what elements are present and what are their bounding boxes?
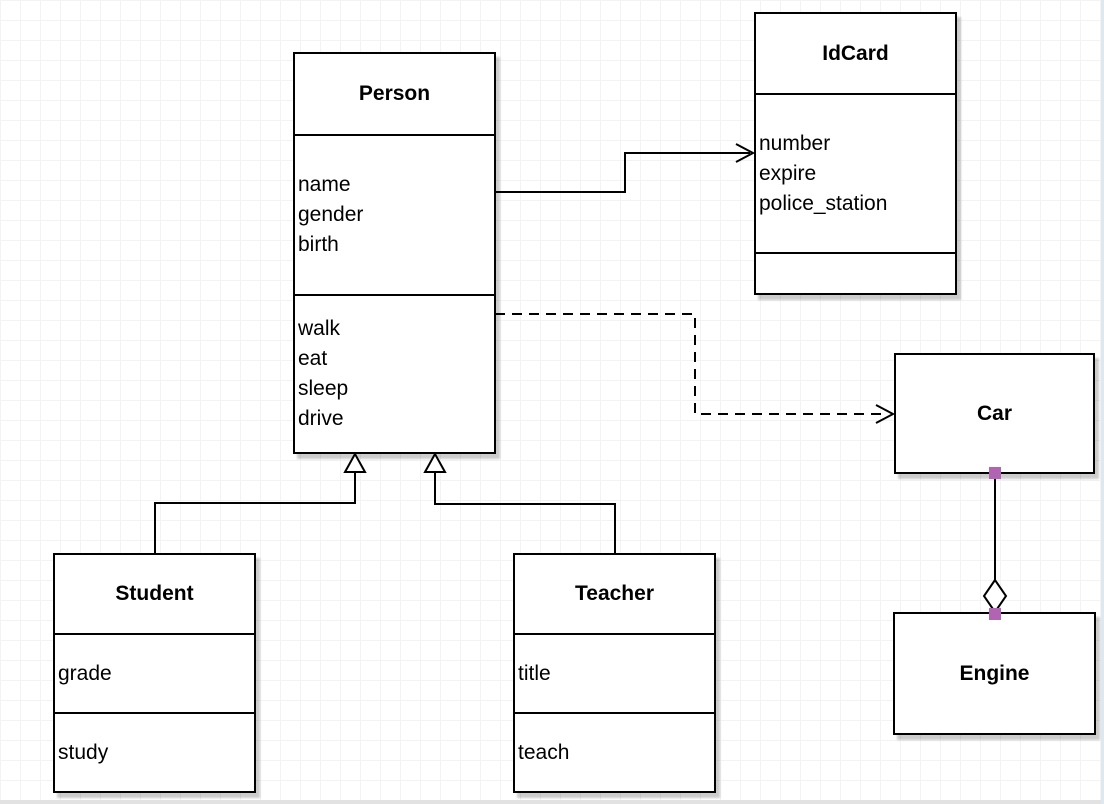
association-person-idcard[interactable] (495, 143, 756, 193)
generalization-line[interactable] (434, 472, 616, 553)
class-engine[interactable]: Engine (893, 612, 1096, 735)
method-row: eat (298, 347, 328, 370)
method-row: teach (518, 740, 570, 764)
attribute-row: birth (298, 233, 339, 256)
method-row: study (58, 740, 109, 764)
canvas-bottom-edge (0, 800, 1104, 804)
class-teacher-title: Teacher (515, 555, 714, 635)
dependency-line[interactable] (495, 313, 885, 415)
attribute-row: grade (58, 661, 112, 685)
method-row: drive (298, 407, 344, 430)
class-idcard-methods-empty (756, 254, 955, 293)
attribute-row: police_station (759, 191, 888, 215)
method-row: sleep (298, 377, 349, 400)
dependency-person-car[interactable] (495, 313, 896, 424)
class-teacher-attributes: title (515, 635, 714, 714)
attribute-row: name (298, 173, 351, 196)
class-idcard-attributes: number expire police_station (756, 95, 955, 254)
class-person-attributes: name gender birth (295, 136, 494, 296)
hollow-triangle-icon (423, 451, 447, 473)
class-person-methods: walk eat sleep drive (295, 296, 494, 452)
class-person[interactable]: Person name gender birth walk eat sleep … (293, 52, 496, 454)
class-car-title: Car (976, 401, 1013, 425)
aggregation-car-engine[interactable] (982, 467, 1008, 620)
open-arrowhead-icon (875, 404, 896, 424)
method-row: walk (298, 317, 341, 340)
class-student-title: Student (55, 555, 254, 635)
class-teacher[interactable]: Teacher title teach (513, 553, 716, 793)
generalization-student-person[interactable] (154, 451, 367, 553)
hollow-triangle-icon (343, 451, 367, 473)
generalization-line[interactable] (154, 472, 356, 553)
open-arrowhead-icon (735, 143, 756, 163)
attribute-row: number (759, 131, 831, 155)
canvas-right-edge (1101, 0, 1104, 804)
hollow-diamond-icon (982, 578, 1008, 614)
class-idcard-title: IdCard (756, 14, 955, 95)
attribute-row: gender (298, 203, 364, 226)
association-line[interactable] (495, 152, 750, 193)
class-teacher-methods: teach (515, 714, 714, 791)
attribute-row: expire (759, 161, 817, 185)
class-car[interactable]: Car (894, 353, 1095, 474)
class-person-title: Person (295, 54, 494, 136)
generalization-teacher-person[interactable] (423, 451, 616, 553)
class-idcard[interactable]: IdCard number expire police_station (754, 12, 957, 295)
class-engine-title: Engine (959, 661, 1030, 685)
class-student-attributes: grade (55, 635, 254, 714)
attribute-row: title (518, 661, 551, 685)
class-student-methods: study (55, 714, 254, 791)
class-student[interactable]: Student grade study (53, 553, 256, 793)
